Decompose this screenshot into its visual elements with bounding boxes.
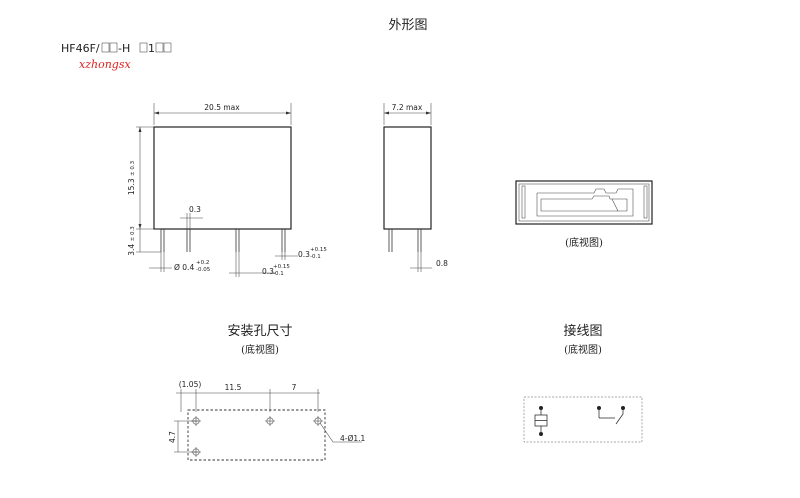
pin-diameter-dimension: Ø 0.4 xyxy=(174,263,194,272)
pin-thickness-a-tol-minus: -0.1 xyxy=(273,271,284,277)
model-box-1 xyxy=(101,42,110,53)
wiring-outline xyxy=(523,396,643,443)
mounting-pitch-a-dimension: 11.5 xyxy=(225,383,242,392)
pin-thickness-b-tol-minus: -0.1 xyxy=(310,254,321,260)
model-box-5 xyxy=(163,42,172,53)
pin-thickness-b-tol-plus: +0.15 xyxy=(310,247,327,253)
relay-body-side xyxy=(383,126,432,230)
handwritten-watermark: xzhongsx xyxy=(79,58,131,71)
pin-diameter-tol-minus: -0.05 xyxy=(196,267,211,273)
pin-thickness-b-dimension: 0.3 xyxy=(298,250,310,259)
mounting-outline xyxy=(187,409,326,461)
mounting-holes-callout: 4-Ø1.1 xyxy=(340,434,366,443)
pin-thickness-a-tol-plus: +0.15 xyxy=(273,264,290,270)
relay-body-front xyxy=(153,126,292,230)
model-number: HF46F/ -H 1 xyxy=(61,42,172,55)
bottom-view-label: (底视图) xyxy=(565,236,603,249)
height-dimension: 15.3 ± 0.3 xyxy=(127,160,136,195)
model-one: 1 xyxy=(148,42,155,55)
wiring-diagram-title: 接线图 xyxy=(563,323,602,339)
mounting-bottom-view-label: (底视图) xyxy=(241,343,279,356)
model-prefix: HF46F/ xyxy=(61,42,100,55)
relay-front-view: 20.5 max 15.3 ± 0.3 3.4 ± 0.3 0.3 Ø 0.4 xyxy=(127,103,327,277)
pin-thickness-a-dimension: 0.3 xyxy=(262,267,274,276)
model-mid: -H xyxy=(118,42,130,55)
width-dimension: 7.2 max xyxy=(392,103,423,112)
mounting-hole-title: 安装孔尺寸 xyxy=(227,324,292,339)
wiring-diagram xyxy=(523,396,643,443)
wiring-bottom-view-label: (底视图) xyxy=(564,343,602,356)
length-dimension: 20.5 max xyxy=(204,103,240,112)
pin-width-dimension: 0.8 xyxy=(436,259,448,268)
mounting-pitch-b-dimension: 7 xyxy=(292,383,297,392)
relay-bottom-view: (底视图) xyxy=(515,180,653,249)
pin-diameter-tol-plus: +0.2 xyxy=(196,260,209,266)
model-box-3 xyxy=(139,42,148,53)
model-box-4 xyxy=(155,42,164,53)
model-box-2 xyxy=(109,42,118,53)
outline-drawing-title: 外形图 xyxy=(388,18,427,33)
relay-side-view: 7.2 max 0.8 xyxy=(383,103,448,272)
mounting-offset-dimension: (1.05) xyxy=(179,380,202,389)
mounting-hole-drawing: (1.05) 11.5 7 4.7 4-Ø1.1 xyxy=(168,380,366,461)
pin-length-dimension: 3.4 ± 0.3 xyxy=(127,226,136,256)
pin-gap-dimension: 0.3 xyxy=(189,205,201,214)
watermark-text: xzhongsx xyxy=(79,58,131,71)
mounting-row-gap-dimension: 4.7 xyxy=(168,431,177,443)
